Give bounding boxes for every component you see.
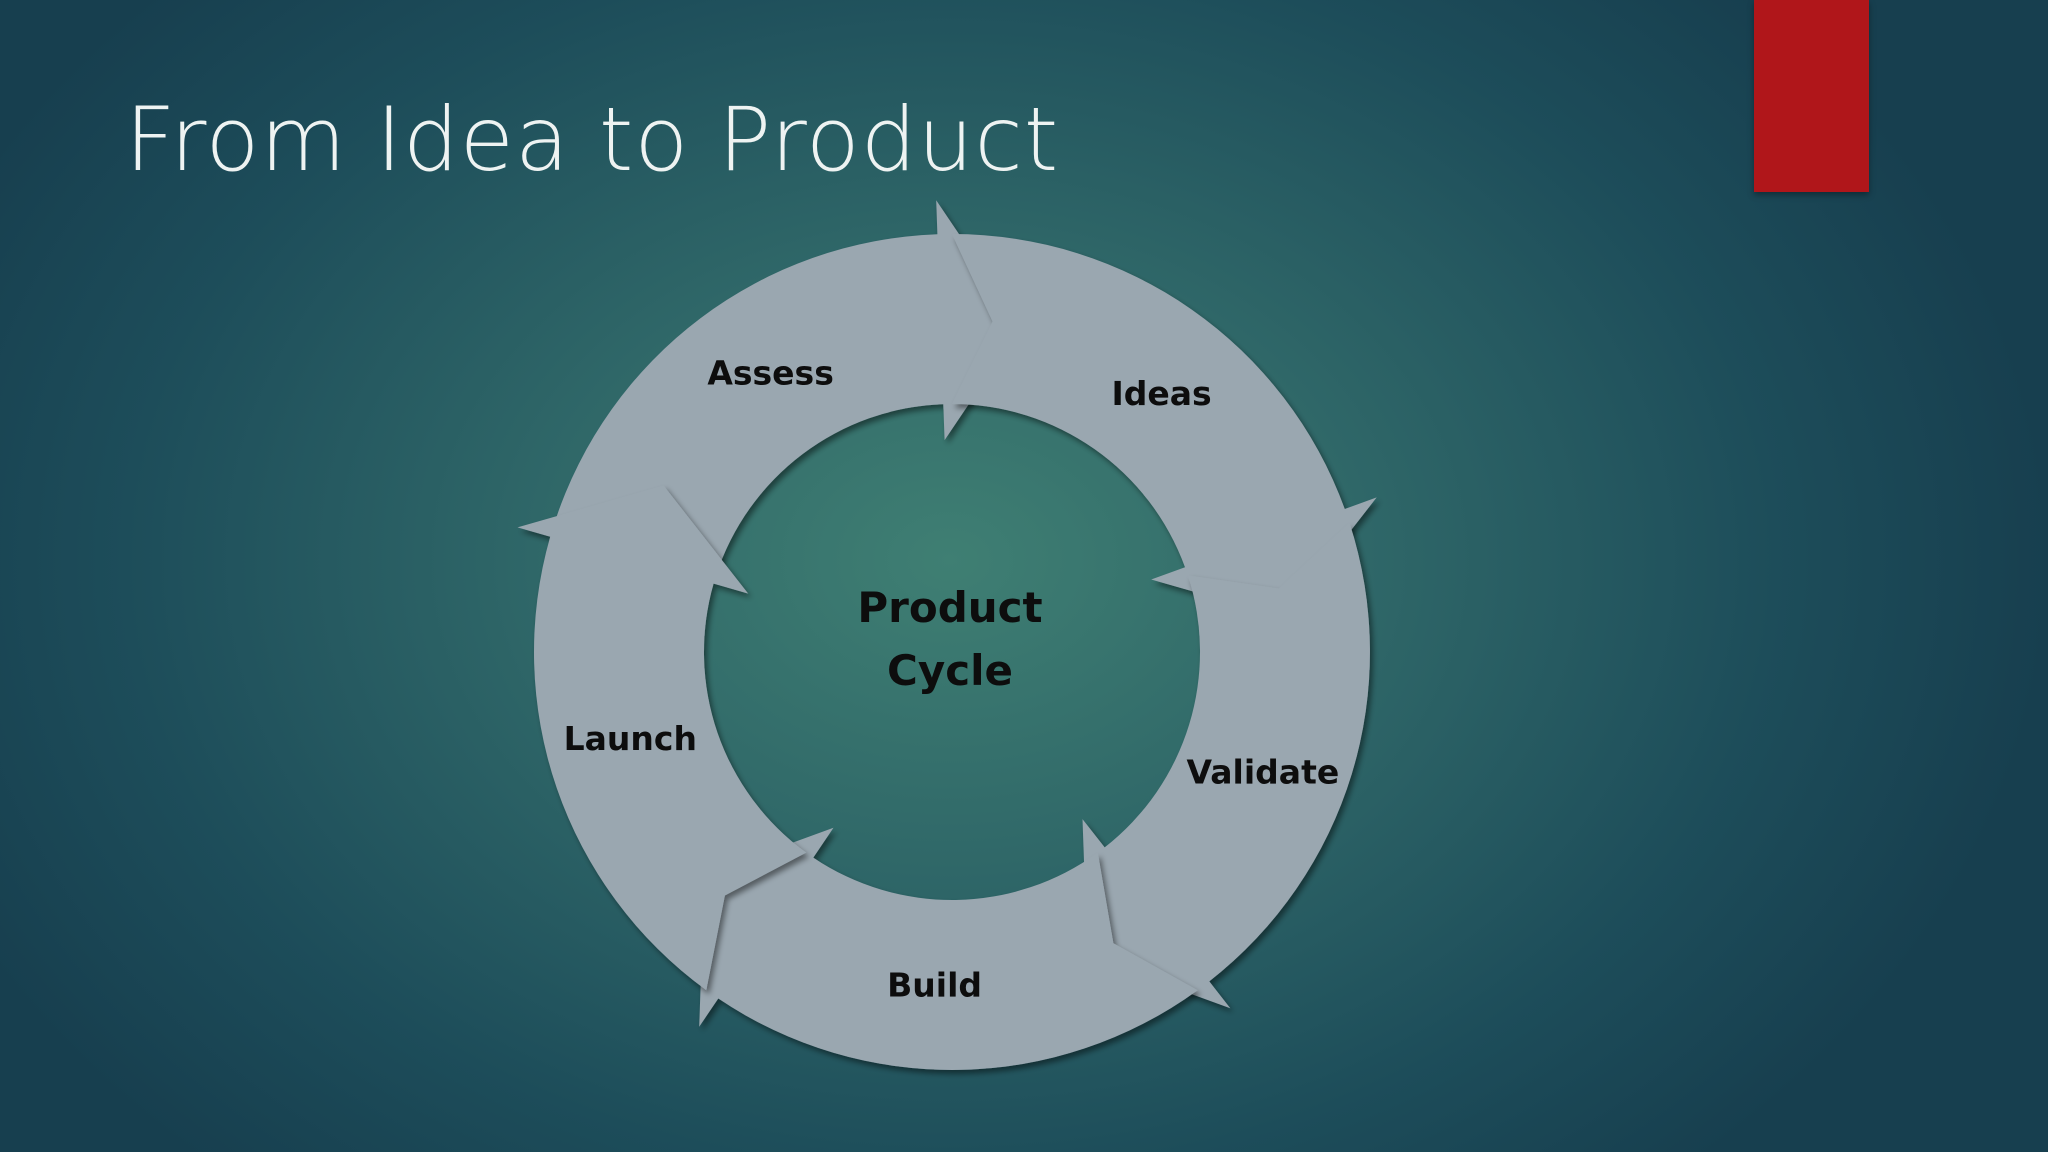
cycle-arrow-assess [554, 200, 1022, 576]
cycle-arrow-launch [517, 485, 807, 991]
accent-bar [1754, 0, 1869, 192]
center-label-line2: Cycle [887, 646, 1013, 695]
slide-title: From Idea to Product [125, 88, 1060, 191]
cycle-segments [517, 200, 1377, 1070]
cycle-label-launch: Launch [564, 719, 697, 758]
cycle-label-assess: Assess [707, 354, 834, 393]
cycle-arrow-validate [1082, 522, 1370, 1009]
cycle-arrow-build [699, 827, 1198, 1070]
cycle-label-ideas: Ideas [1111, 374, 1211, 413]
cycle-label-build: Build [887, 966, 982, 1005]
cycle-label-validate: Validate [1187, 752, 1340, 791]
cycle-arrow-ideas [952, 234, 1377, 618]
center-label-line1: Product [857, 583, 1042, 632]
